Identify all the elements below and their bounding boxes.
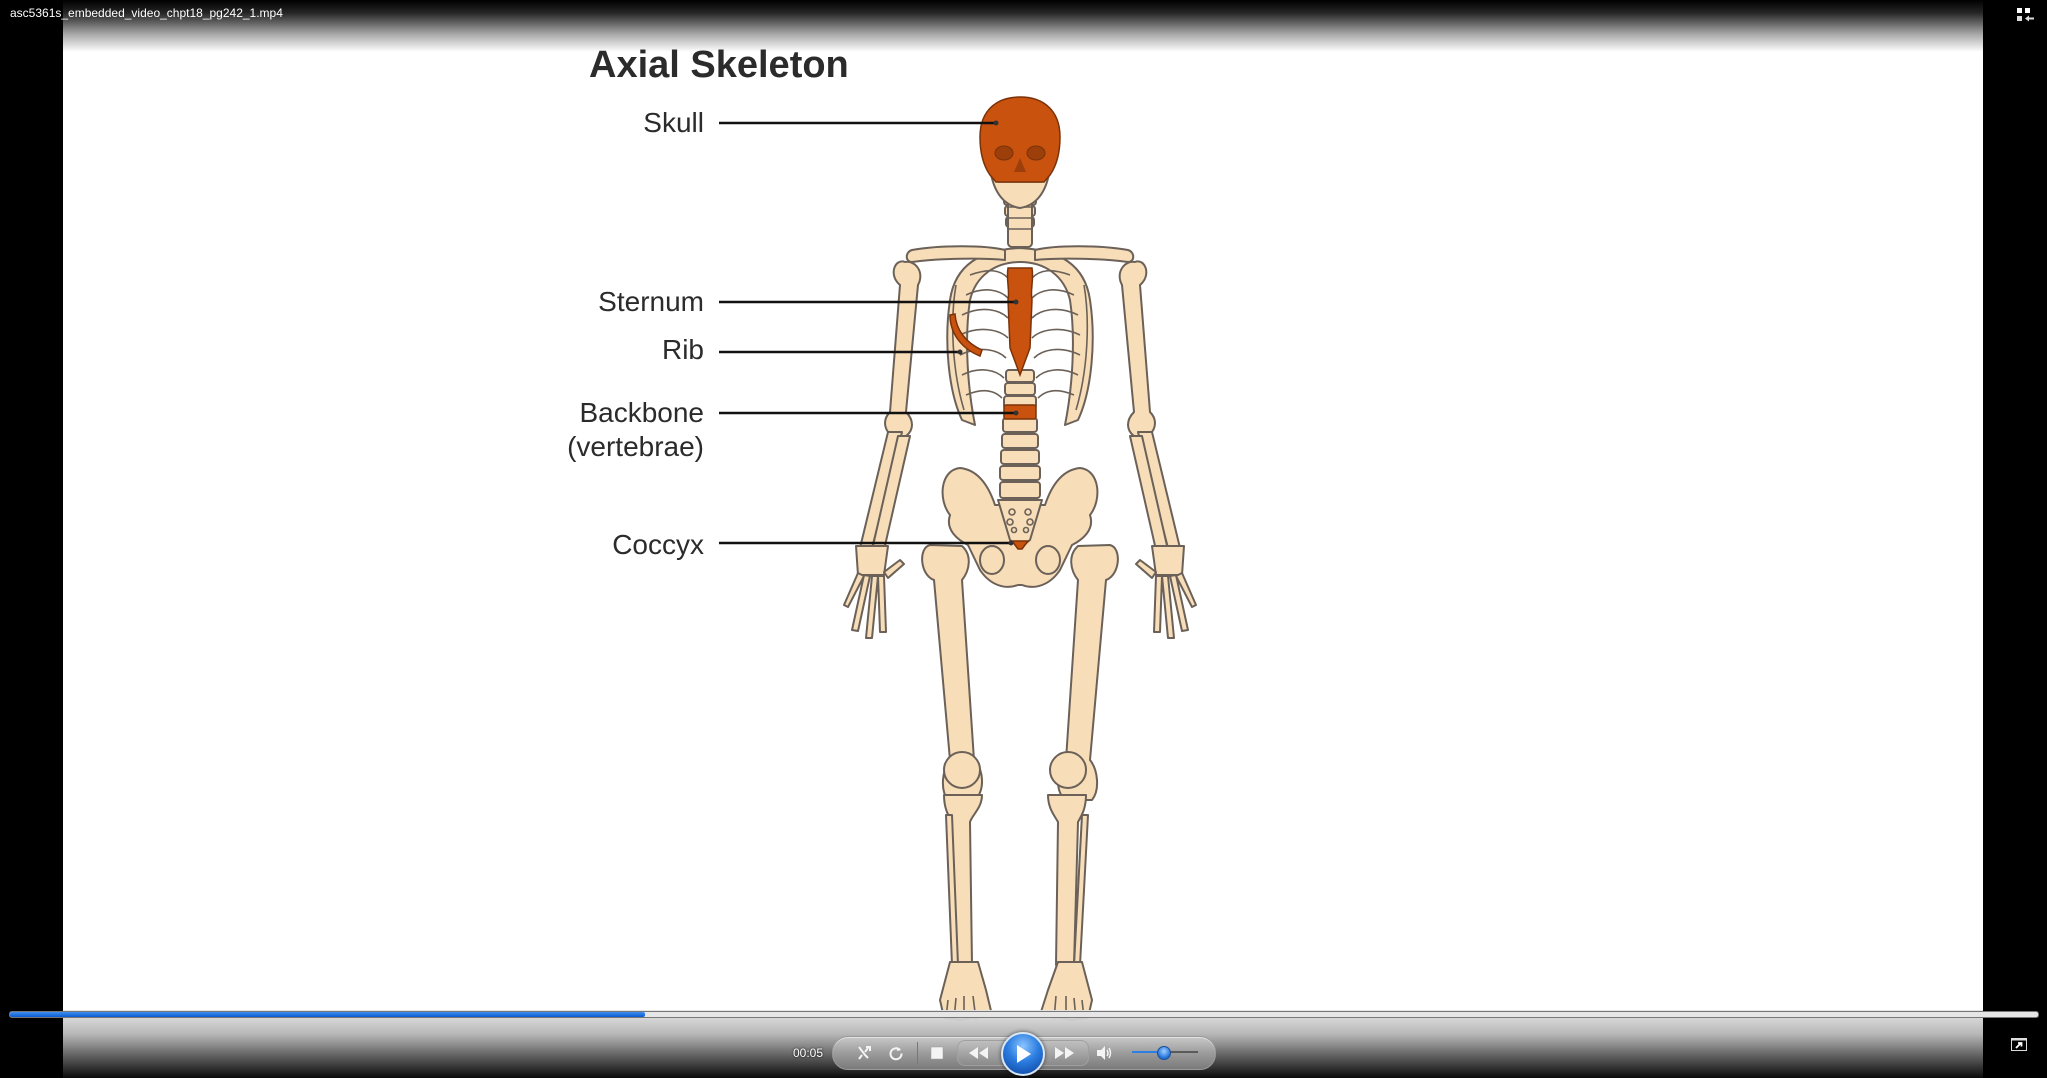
repeat-button[interactable] xyxy=(886,1043,906,1063)
skeleton-illustration: .b{fill:#F7DDB8;stroke:#6b6158;stroke-wi… xyxy=(719,96,1197,1021)
stop-icon xyxy=(930,1046,944,1060)
speaker-icon xyxy=(1097,1046,1112,1060)
previous-button[interactable] xyxy=(964,1043,994,1063)
window-title: asc5361s_embedded_video_chpt18_pg242_1.m… xyxy=(10,6,283,20)
pelvis xyxy=(941,467,1099,588)
shuffle-icon xyxy=(858,1046,871,1060)
seek-bar[interactable] xyxy=(9,1011,2039,1018)
arms xyxy=(843,260,1197,639)
slide-title: Axial Skeleton xyxy=(589,44,849,86)
label-skull: Skull xyxy=(643,107,704,138)
volume-level xyxy=(1132,1051,1167,1053)
current-time: 00:05 xyxy=(793,1046,824,1060)
mute-button[interactable] xyxy=(1094,1043,1114,1063)
play-icon xyxy=(1017,1045,1031,1063)
switch-to-library-icon xyxy=(2017,8,2034,22)
rib-cage xyxy=(905,245,1135,426)
label-sternum: Sternum xyxy=(598,286,704,317)
play-button[interactable] xyxy=(1001,1032,1045,1076)
rewind-icon xyxy=(969,1047,988,1059)
seek-progress xyxy=(10,1012,645,1017)
label-backbone: Backbone xyxy=(579,397,704,428)
switch-to-now-playing-button[interactable] xyxy=(2011,1038,2027,1051)
switch-to-library-button[interactable] xyxy=(2015,6,2037,24)
next-button[interactable] xyxy=(1049,1043,1079,1063)
legs xyxy=(921,544,1119,1021)
label-coccyx: Coccyx xyxy=(612,529,704,560)
switch-to-now-playing-icon xyxy=(2011,1038,2027,1051)
label-rib: Rib xyxy=(661,334,704,365)
repeat-icon xyxy=(889,1047,903,1061)
separator xyxy=(917,1042,918,1064)
stop-button[interactable] xyxy=(927,1043,947,1063)
letterbox-left xyxy=(0,1010,63,1078)
volume-thumb[interactable] xyxy=(1157,1046,1171,1060)
letterbox-right xyxy=(1983,1010,2047,1078)
leader-lines xyxy=(719,120,1019,546)
neck-skull xyxy=(979,96,1061,248)
fast-forward-icon xyxy=(1055,1047,1074,1059)
label-vertebrae: (vertebrae) xyxy=(567,431,704,462)
shuffle-button[interactable] xyxy=(855,1043,875,1063)
video-frame[interactable]: .b{fill:#F7DDB8;stroke:#6b6158;stroke-wi… xyxy=(63,0,1983,1078)
